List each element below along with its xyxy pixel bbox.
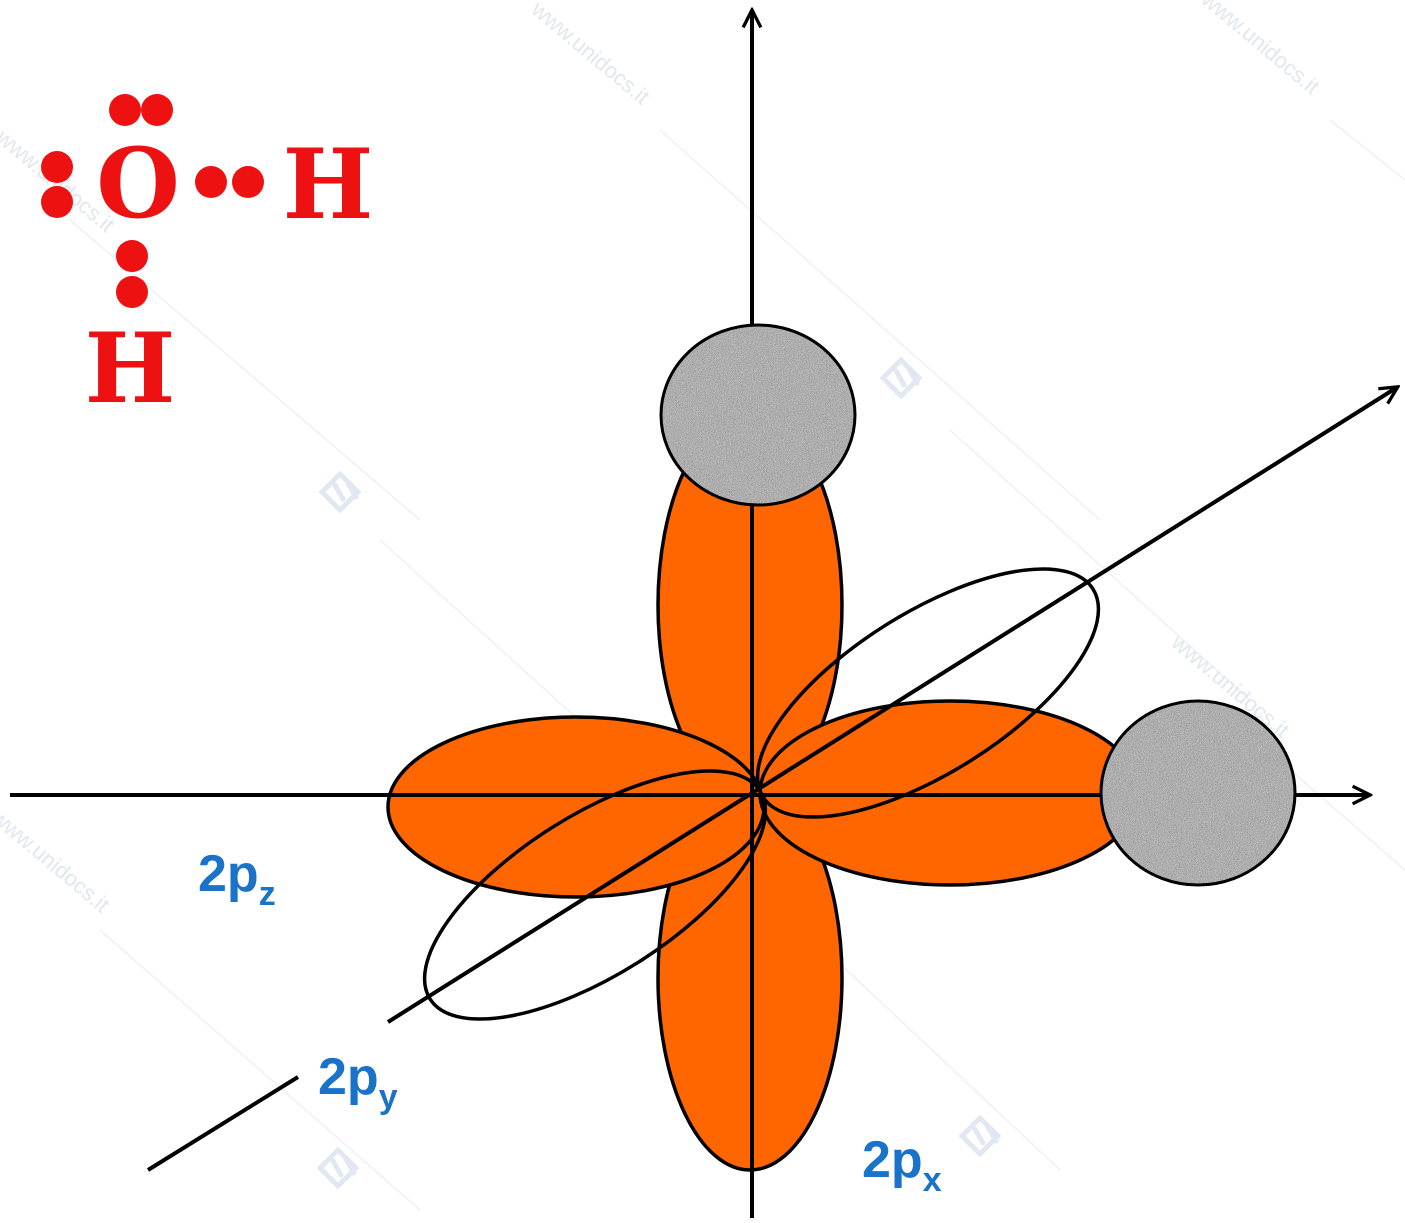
unidocs-logo-icon: [318, 470, 362, 514]
unidocs-logo-icon: [958, 1114, 1002, 1158]
hydrogen-symbol-bottom: H: [85, 312, 176, 425]
label-2py-sub: y: [379, 1078, 398, 1116]
diagonal-axis-upper: [386, 388, 1396, 1024]
bond-pair-right: [195, 166, 264, 198]
lone-pair-top: [109, 94, 173, 126]
oxygen-symbol: O: [96, 127, 180, 240]
bond-pair-bottom: [116, 240, 148, 308]
unidocs-logo-icon: [879, 356, 923, 400]
watermark-text: www.unidocs.it: [526, 0, 654, 109]
lone-pair-left: [41, 151, 73, 218]
diagonal-axis-lower: [146, 1075, 300, 1172]
py-lobes: [422, 567, 1101, 1021]
label-2px: 2px: [862, 1131, 942, 1199]
hydrogen-1s-right: [1099, 699, 1297, 887]
unidocs-logo-icon: [316, 1146, 360, 1190]
label-2pz: 2pz: [198, 845, 276, 913]
hydrogen-1s-top: [659, 323, 857, 507]
label-2px-main: 2p: [862, 1131, 923, 1189]
label-2px-sub: x: [923, 1161, 942, 1199]
watermark-text: www.unidocs.it: [0, 804, 114, 917]
lewis-structure: O H H: [41, 94, 373, 425]
label-2py-main: 2p: [318, 1048, 379, 1106]
label-2pz-main: 2p: [198, 845, 259, 903]
label-2py: 2py: [318, 1048, 398, 1116]
watermark-text: www.unidocs.it: [1196, 0, 1324, 99]
hydrogen-symbol-right: H: [283, 128, 374, 241]
py-lobe-lower: [422, 769, 768, 1021]
pz-lobe-left: [386, 715, 766, 899]
orbital-lobes: [386, 411, 1142, 1172]
label-2pz-sub: z: [259, 875, 276, 913]
